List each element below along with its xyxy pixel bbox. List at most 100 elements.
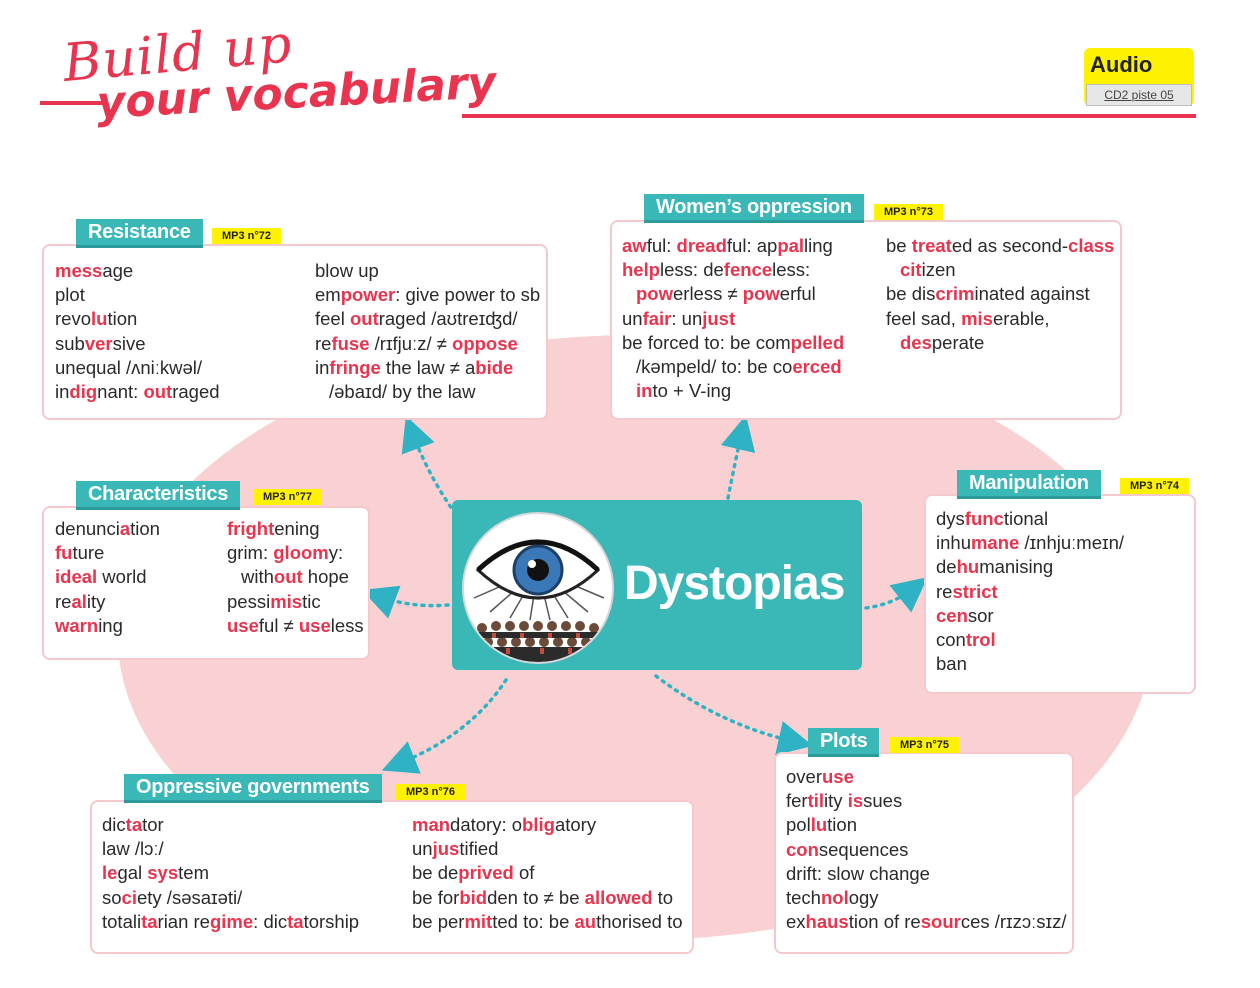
vocab-text: /ɪnhjuːmeɪn/ xyxy=(1019,532,1125,554)
vocab-text: less: de xyxy=(660,259,724,281)
vocab-line: ban xyxy=(936,652,1124,676)
stressed-syllable: haus xyxy=(805,911,849,933)
eye-over-crowd-icon xyxy=(462,512,614,664)
vocab-line: /əbaɪd/ by the law xyxy=(315,380,540,404)
vocab-text: ing xyxy=(98,614,123,636)
vocab-line: society /səsaɪəti/ xyxy=(102,886,359,910)
vocab-text: tech xyxy=(786,887,821,909)
stressed-syllable: deal xyxy=(60,566,98,588)
stressed-syllable: is xyxy=(847,790,864,812)
vocab-line: drift: slow change xyxy=(786,862,1067,886)
vocab-text: dys xyxy=(936,508,965,529)
vocab-line: totalitarian regime: dictatorship xyxy=(102,910,359,934)
vocab-line: reality xyxy=(55,590,160,614)
plots-mp3-badge[interactable]: MP3 n°75 xyxy=(890,737,960,753)
vocab-line: infringe the law ≠ abide xyxy=(315,356,540,380)
stressed-syllable: fringe xyxy=(329,356,381,378)
vocab-text: over xyxy=(786,766,822,787)
stressed-syllable: jus xyxy=(432,838,460,860)
resistance-mp3-badge[interactable]: MP3 n°72 xyxy=(212,228,282,244)
stressed-syllable: cit xyxy=(900,259,922,281)
vocab-text: ces /rɪzɔːsɪz/ xyxy=(960,911,1067,933)
vocab-text: sub xyxy=(55,332,85,354)
vocab-text: un xyxy=(412,838,433,860)
vocab-line: inhumane /ɪnhjuːmeɪn/ xyxy=(936,531,1124,555)
vocab-line: restrict xyxy=(936,580,1124,604)
vocab-text: ted to: be xyxy=(492,910,575,932)
vocab-text: ed as second- xyxy=(951,235,1069,256)
center-topic-title: Dystopias xyxy=(624,557,845,610)
stressed-syllable: i xyxy=(55,566,61,588)
vocab-text: law /lɔː/ xyxy=(102,838,164,860)
characteristics-mp3-badge[interactable]: MP3 n°77 xyxy=(253,489,323,505)
vocab-line: warning xyxy=(55,614,160,638)
vocab-text: tic xyxy=(302,590,321,612)
vocab-text: inhu xyxy=(936,532,971,554)
stressed-syllable: oppose xyxy=(452,332,518,354)
vocab-text: atory xyxy=(554,814,597,835)
vocab-line: message xyxy=(55,259,220,283)
stressed-syllable: gime xyxy=(209,910,254,932)
manipulation-mp3-badge[interactable]: MP3 n°74 xyxy=(1120,478,1190,494)
stressed-syllable: out xyxy=(143,381,173,403)
vocab-text: : un xyxy=(671,307,703,329)
header-rule-left xyxy=(40,101,104,105)
vocab-text: ling xyxy=(804,235,833,256)
vocab-text: /rɪfjuːz/ ≠ xyxy=(369,332,453,354)
vocab-line: feel sad, miserable, xyxy=(886,307,1114,331)
vocab-line: exhaustion of resources /rɪzɔːsɪz/ xyxy=(786,910,1067,934)
vocab-text: gal xyxy=(117,862,148,884)
vocab-text: to xyxy=(652,886,674,908)
vocab-text: ful: xyxy=(646,235,677,256)
womens-oppression-mp3-badge[interactable]: MP3 n°73 xyxy=(874,204,944,220)
vocab-text: erless ≠ xyxy=(673,283,743,305)
vocab-text: /əbaɪd/ by the law xyxy=(329,381,476,403)
vocab-line: legal system xyxy=(102,861,359,885)
vocab-line: desperate xyxy=(886,331,1114,355)
header-rule-right xyxy=(462,114,1196,118)
oppressive-governments-mp3-badge[interactable]: MP3 n°76 xyxy=(396,784,466,800)
vocab-line: into + V-ing xyxy=(622,379,844,403)
vocab-line: law /lɔː/ xyxy=(102,837,359,861)
stressed-syllable: ta xyxy=(141,910,158,932)
vocab-line: overuse xyxy=(786,765,1067,789)
vocab-line: dysfunctional xyxy=(936,507,1124,531)
vocab-text: feel xyxy=(315,308,350,330)
vocab-text: pessi xyxy=(227,590,271,612)
vocab-line: denunciation xyxy=(55,517,160,541)
vocab-text: tion of re xyxy=(848,911,921,933)
vocab-line: fertility issues xyxy=(786,789,1067,813)
vocab-text: blow up xyxy=(315,260,379,281)
vocab-text: re xyxy=(936,580,953,602)
stressed-syllable: man xyxy=(412,814,451,835)
vocab-text: tional xyxy=(1003,508,1049,529)
vocab-line: control xyxy=(936,628,1124,652)
stressed-syllable: mit xyxy=(464,910,493,932)
vocab-line: /kəmpeld/ to: be coerced xyxy=(622,355,844,379)
vocab-text: pol xyxy=(786,814,811,836)
vocab-text: so xyxy=(102,886,122,908)
vocab-text: ety /səsaɪəti/ xyxy=(136,886,243,908)
audio-label: Audio xyxy=(1090,52,1153,77)
vocab-text: torship xyxy=(303,910,360,932)
stressed-syllable: aw xyxy=(622,235,647,256)
vocab-text: re xyxy=(315,332,332,354)
audio-track-link[interactable]: CD2 piste 05 xyxy=(1086,84,1192,106)
vocab-line: plot xyxy=(55,283,220,307)
vocab-text: tion xyxy=(130,518,160,539)
stressed-syllable: fu xyxy=(55,542,73,564)
vocab-text: be de xyxy=(412,862,459,884)
vocab-text: em xyxy=(315,284,341,306)
vocab-text: of xyxy=(513,862,535,884)
vocab-text: sive xyxy=(112,332,146,354)
stressed-syllable: til xyxy=(807,790,825,812)
stressed-syllable: pow xyxy=(742,283,780,305)
vocab-text: dic xyxy=(102,814,126,835)
